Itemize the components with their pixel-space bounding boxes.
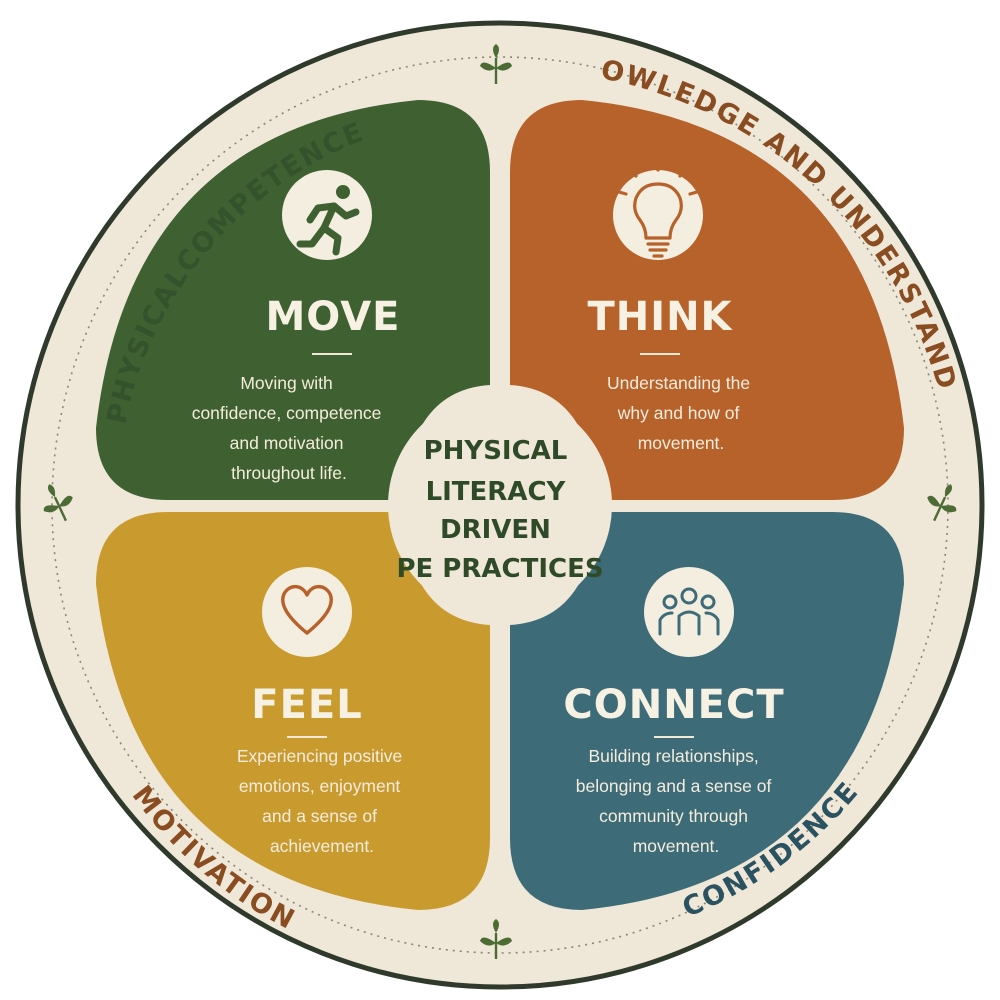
leaf-sprig-bottom-icon	[480, 919, 512, 959]
feel-description: Experiencing positive emotions, enjoymen…	[237, 746, 407, 856]
quadrant-move	[96, 100, 490, 500]
lightbulb-icon	[617, 160, 699, 258]
quadrant-think	[510, 100, 904, 500]
connect-title: CONNECT	[563, 682, 784, 728]
center-disc	[388, 393, 612, 617]
connect-description: Building relationships, belonging and a …	[576, 746, 776, 856]
move-description: Moving with confidence, competence and m…	[192, 373, 387, 483]
quadrant-feel	[96, 512, 490, 910]
feel-title: FEEL	[251, 682, 362, 728]
think-description: Understanding the why and how of movemen…	[607, 373, 755, 453]
think-icon-badge	[613, 170, 703, 260]
leaf-sprig-left-icon	[43, 484, 73, 522]
leaf-sprig-right-icon	[927, 484, 957, 522]
move-title: MOVE	[265, 294, 400, 340]
people-group-icon	[658, 587, 720, 636]
heart-icon	[281, 584, 333, 635]
dotted-guide-ring	[51, 56, 949, 954]
quadrant-connect	[510, 512, 904, 910]
think-title: THINK	[587, 294, 733, 340]
running-person-icon	[296, 185, 360, 256]
leaf-sprig-top-icon	[480, 44, 512, 84]
feel-icon-badge	[262, 567, 352, 657]
center-title: PHYSICAL LITERACY DRIVEN PE PRACTICES	[396, 436, 603, 584]
